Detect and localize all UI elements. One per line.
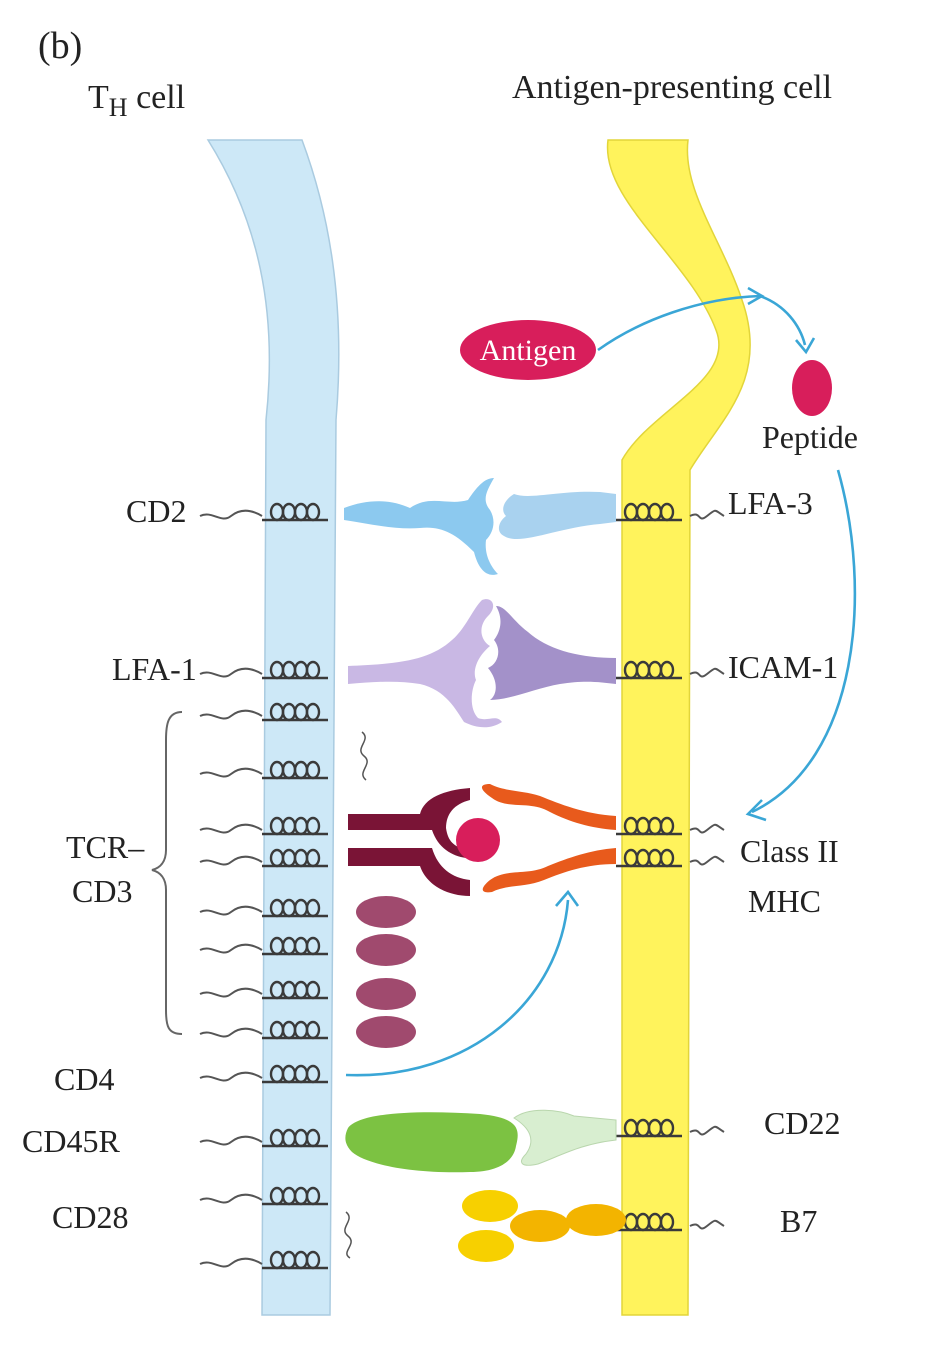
icam1-label: ICAM-1 xyxy=(728,649,838,685)
th-helix xyxy=(262,1128,328,1148)
th-cytoplasmic-tail xyxy=(199,823,263,834)
antigen-label: Antigen xyxy=(480,334,577,367)
th-helix xyxy=(262,816,328,836)
th-cell-title-subscript: H xyxy=(109,93,128,122)
th-helix xyxy=(262,1020,328,1040)
th-helix xyxy=(262,702,328,722)
cd2-label: CD2 xyxy=(126,493,186,529)
antigen-shape xyxy=(460,320,596,380)
tcr-label: TCR– xyxy=(66,829,145,865)
tcr-cd3-bracket xyxy=(151,711,183,1035)
membrane-helices xyxy=(199,502,725,1270)
apc-membrane xyxy=(606,139,751,1316)
tcr-beta-chain xyxy=(348,848,470,896)
peptide-to-mhc-arrow xyxy=(751,469,857,814)
cd3-subunit xyxy=(356,934,416,966)
tcr-disulfide-link xyxy=(360,731,368,781)
th-cell-membrane xyxy=(206,139,340,1316)
icam1-molecule xyxy=(488,606,616,700)
th-helix xyxy=(262,760,328,780)
mhc-label-line1: Class II xyxy=(740,833,839,869)
cd28-domain xyxy=(458,1230,514,1262)
th-helix xyxy=(262,980,328,1000)
th-cell-title-t: T xyxy=(88,79,109,116)
apc-helix xyxy=(616,816,682,836)
th-cytoplasmic-tail xyxy=(199,905,263,916)
antigen-uptake-arrow xyxy=(597,294,761,352)
apc-helix xyxy=(616,1212,682,1232)
mhc-alpha-chain xyxy=(481,784,616,830)
apc-helix xyxy=(616,848,682,868)
apc-helix xyxy=(616,660,682,680)
cd4-label: CD4 xyxy=(54,1061,114,1097)
cd22-label: CD22 xyxy=(764,1105,840,1141)
cd45r-label: CD45R xyxy=(22,1123,120,1159)
cd3-label: CD3 xyxy=(72,873,132,909)
processing-arrow xyxy=(759,294,807,346)
lfa1-label: LFA-1 xyxy=(112,651,197,687)
processing-arrowhead xyxy=(795,337,816,355)
cd28-label: CD28 xyxy=(52,1199,128,1235)
th-cytoplasmic-tail xyxy=(199,1257,263,1268)
mhc-label-line2: MHC xyxy=(748,883,821,919)
apc-cytoplasmic-tail xyxy=(689,667,725,678)
apc-cytoplasmic-tail xyxy=(689,823,725,834)
th-helix xyxy=(262,848,328,868)
apc-cytoplasmic-tail xyxy=(689,1219,725,1230)
th-helix xyxy=(262,1064,328,1084)
th-cytoplasmic-tail xyxy=(199,767,263,778)
cd2-molecule xyxy=(344,478,498,575)
th-helix xyxy=(262,502,328,522)
th-helix xyxy=(262,660,328,680)
cd3-subunit xyxy=(356,896,416,928)
cd3-subunit xyxy=(356,1016,416,1048)
th-helix xyxy=(262,1250,328,1270)
th-cytoplasmic-tail xyxy=(199,667,263,678)
peptide-shape xyxy=(792,360,832,416)
tcr-alpha-chain xyxy=(348,788,470,858)
apc-cytoplasmic-tail xyxy=(689,855,725,866)
th-helix xyxy=(262,936,328,956)
th-cytoplasmic-tail xyxy=(199,855,263,866)
th-cell-title: TH cell xyxy=(88,79,185,122)
lfa3-molecule xyxy=(498,491,616,539)
b7-label: B7 xyxy=(780,1203,817,1239)
cd4-to-mhc-arrow xyxy=(345,899,570,1077)
th-cytoplasmic-tail xyxy=(199,509,263,520)
cd28-domain xyxy=(462,1190,518,1222)
th-cytoplasmic-tail xyxy=(199,1135,263,1146)
cd4-to-mhc-arrowhead xyxy=(555,889,580,907)
peptide-in-mhc xyxy=(456,818,500,862)
cd22-molecule xyxy=(513,1109,617,1166)
apc-cytoplasmic-tail xyxy=(689,509,725,520)
cd28-disulfide-link xyxy=(344,1211,352,1259)
th-cytoplasmic-tail xyxy=(199,709,263,720)
apc-helix xyxy=(616,1118,682,1138)
b7-domain xyxy=(510,1210,570,1242)
lfa1-molecule xyxy=(348,599,502,728)
peptide-to-mhc-arrowhead xyxy=(745,799,767,822)
apc-title: Antigen-presenting cell xyxy=(512,69,832,106)
th-helix xyxy=(262,1186,328,1206)
cd45r-molecule xyxy=(345,1112,518,1173)
th-helix xyxy=(262,898,328,918)
th-cytoplasmic-tail xyxy=(199,1027,263,1038)
th-cytoplasmic-tail xyxy=(199,1071,263,1082)
panel-label: (b) xyxy=(38,25,82,67)
peptide-label: Peptide xyxy=(762,419,858,455)
mhc-beta-chain xyxy=(482,848,616,893)
th-cytoplasmic-tail xyxy=(199,987,263,998)
apc-helix xyxy=(616,502,682,522)
cd3-subunit xyxy=(356,978,416,1010)
th-cytoplasmic-tail xyxy=(199,1193,263,1204)
apc-cytoplasmic-tail xyxy=(689,1125,725,1136)
th-cytoplasmic-tail xyxy=(199,943,263,954)
b7-domain xyxy=(566,1204,626,1236)
lfa3-label: LFA-3 xyxy=(728,485,813,521)
th-cell-title-suffix: cell xyxy=(128,79,186,116)
